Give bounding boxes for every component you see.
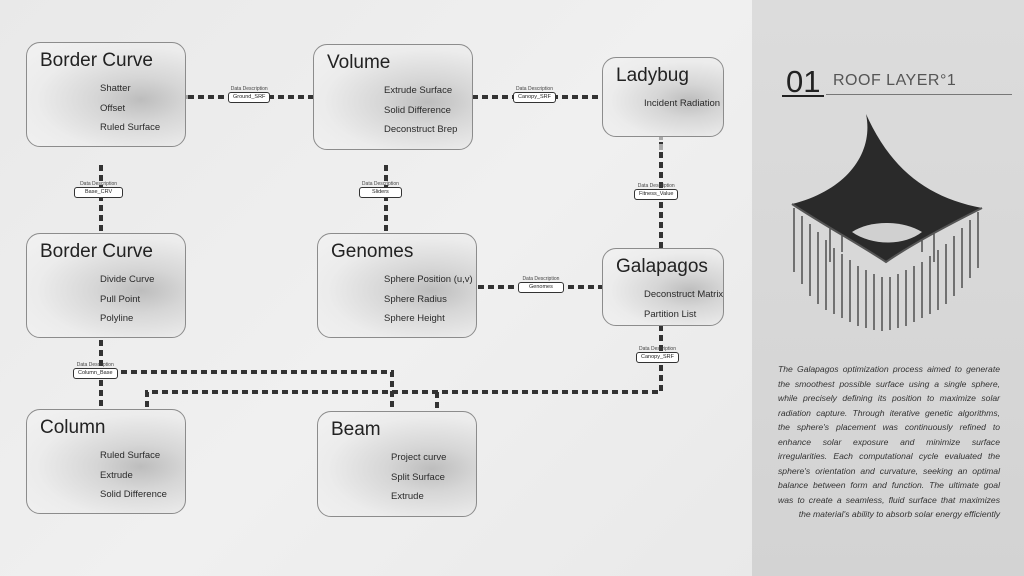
node-item: Incident Radiation xyxy=(644,98,721,109)
node-item: Extrude xyxy=(391,491,424,502)
node-item: Deconstruct Brep xyxy=(384,124,458,135)
layer-number: 01 xyxy=(786,64,821,99)
node-beam[interactable]: Beam Project curve Split Surface Extrude xyxy=(317,411,477,517)
node-title: Ladybug xyxy=(616,65,689,86)
node-item: Divide Curve xyxy=(100,274,155,285)
node-item: Partition List xyxy=(644,308,697,320)
badge-caption: Data Description xyxy=(637,183,675,189)
badge-column-base[interactable]: Data Description Column_Base xyxy=(73,362,118,379)
badge-base-crv[interactable]: Data Description Base_CRV xyxy=(74,181,124,198)
node-item: Project curve xyxy=(391,452,447,463)
node-border-curve-1[interactable]: Border Curve Shatter Offset Ruled Surfac… xyxy=(26,42,186,147)
node-volume[interactable]: Volume Extrude Surface Solid Difference … xyxy=(313,44,473,150)
node-item: Sphere Radius xyxy=(384,293,447,305)
node-item: Extrude Surface xyxy=(384,85,453,96)
node-title: Beam xyxy=(331,419,381,440)
node-genomes[interactable]: Genomes Sphere Position (u,v) Sphere Rad… xyxy=(317,233,477,338)
badge-label: Sliders xyxy=(359,187,402,198)
badge-label: Canopy_SRF xyxy=(513,92,557,103)
node-item: Extrude xyxy=(100,469,133,481)
layer-title: ROOF LAYER°1 xyxy=(833,72,957,89)
node-item: Ruled Surface xyxy=(100,450,161,461)
node-item: Split Surface xyxy=(391,471,445,483)
node-column[interactable]: Column Ruled Surface Extrude Solid Diffe… xyxy=(26,409,186,514)
node-title: Galapagos xyxy=(616,256,708,277)
wire-column-beam xyxy=(101,370,394,410)
node-border-curve-2[interactable]: Border Curve Divide Curve Pull Point Pol… xyxy=(26,233,186,338)
node-galapagos[interactable]: Galapagos Deconstruct Matrix Partition L… xyxy=(602,248,724,326)
badge-caption: Data Description xyxy=(76,362,114,368)
node-item: Offset xyxy=(100,102,126,114)
badge-ground-srf[interactable]: Data Description Ground_SRF xyxy=(228,86,271,103)
badge-label: Column_Base xyxy=(73,368,118,379)
node-item: Shatter xyxy=(100,83,131,94)
node-item: Ruled Surface xyxy=(100,122,161,133)
node-item: Sphere Height xyxy=(384,313,445,324)
badge-caption: Data Description xyxy=(230,86,268,92)
number-underline xyxy=(782,95,824,97)
badge-caption: Data Description xyxy=(639,346,676,352)
badge-label: Genomes xyxy=(518,282,564,293)
node-item: Solid Difference xyxy=(100,489,167,500)
roof-columns xyxy=(793,208,979,331)
node-item: Deconstruct Matrix xyxy=(644,289,724,300)
badge-label: Fitness_Value xyxy=(634,189,679,200)
node-item: Polyline xyxy=(100,313,134,324)
badge-label: Base_CRV xyxy=(74,187,124,198)
node-item: Pull Point xyxy=(100,293,141,305)
node-item: Solid Difference xyxy=(384,104,451,116)
badge-fitness-value[interactable]: Data Description Fitness_Value xyxy=(634,183,679,200)
node-title: Volume xyxy=(327,52,391,73)
badge-caption: Data Description xyxy=(361,181,399,187)
node-ladybug[interactable]: Ladybug Incident Radiation xyxy=(602,57,724,137)
badge-canopy-srf-2[interactable]: Data Description Canopy_SRF xyxy=(636,346,680,363)
badge-caption: Data Description xyxy=(516,86,553,92)
badge-caption: Data Description xyxy=(80,181,118,187)
badge-label: Ground_SRF xyxy=(228,92,271,103)
description-text: The Galapagos optimization process aimed… xyxy=(778,364,1000,519)
node-title: Column xyxy=(40,417,106,438)
badge-caption: Data Description xyxy=(522,276,560,282)
title-rule xyxy=(826,94,1012,95)
node-title: Border Curve xyxy=(40,241,153,262)
roof-canopy xyxy=(792,114,982,262)
badge-sliders[interactable]: Data Description Sliders xyxy=(359,181,402,198)
node-item: Sphere Position (u,v) xyxy=(384,274,473,285)
roof-illustration xyxy=(791,114,983,331)
badge-canopy-srf-1[interactable]: Data Description Canopy_SRF xyxy=(513,86,557,103)
graph-canvas: Border Curve Shatter Offset Ruled Surfac… xyxy=(26,42,724,517)
node-title: Genomes xyxy=(331,241,414,262)
badge-genomes[interactable]: Data Description Genomes xyxy=(518,276,564,293)
badge-label: Canopy_SRF xyxy=(636,352,680,363)
node-title: Border Curve xyxy=(40,50,153,71)
